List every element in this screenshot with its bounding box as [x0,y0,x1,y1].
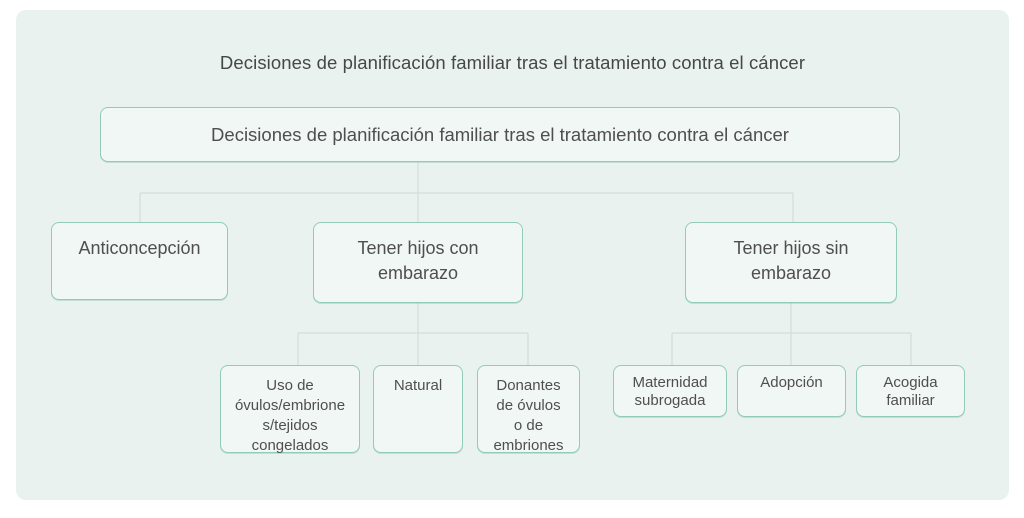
node-donantes-label: Donantes de óvulos o de embriones [493,377,564,454]
node-root-label: Decisiones de planificación familiar tra… [211,123,789,145]
node-acogida-familiar: Acogida familiar [856,365,965,417]
node-anticoncepcion: Anticoncepción [51,222,228,300]
node-tener-hijos-con-embarazo-label: Tener hijos con embarazo [357,238,479,283]
node-adopcion-label: Adopción [760,374,823,391]
node-root: Decisiones de planificación familiar tra… [100,107,900,162]
node-anticoncepcion-label: Anticoncepción [78,238,201,258]
node-natural: Natural [373,365,463,453]
node-maternidad-label: Maternidad subrogada [632,374,708,409]
node-tener-hijos-sin-embarazo: Tener hijos sin embarazo [685,222,897,303]
node-tener-hijos-sin-embarazo-label: Tener hijos sin embarazo [733,238,849,283]
node-uso-label: Uso de óvulos/embrione s/tejidos congela… [234,377,346,454]
node-natural-label: Natural [393,377,443,394]
node-maternidad-subrogada: Maternidad subrogada [613,365,727,417]
node-tener-hijos-con-embarazo: Tener hijos con embarazo [313,222,523,303]
node-donantes-ovulos-embriones: Donantes de óvulos o de embriones [477,365,580,454]
diagram-title: Decisiones de planificación familiar tra… [219,52,806,73]
node-uso-ovulos-embriones-tejidos-congelados: Uso de óvulos/embrione s/tejidos congela… [220,365,360,454]
node-acogida-label: Acogida familiar [883,374,938,409]
node-adopcion: Adopción [737,365,846,417]
